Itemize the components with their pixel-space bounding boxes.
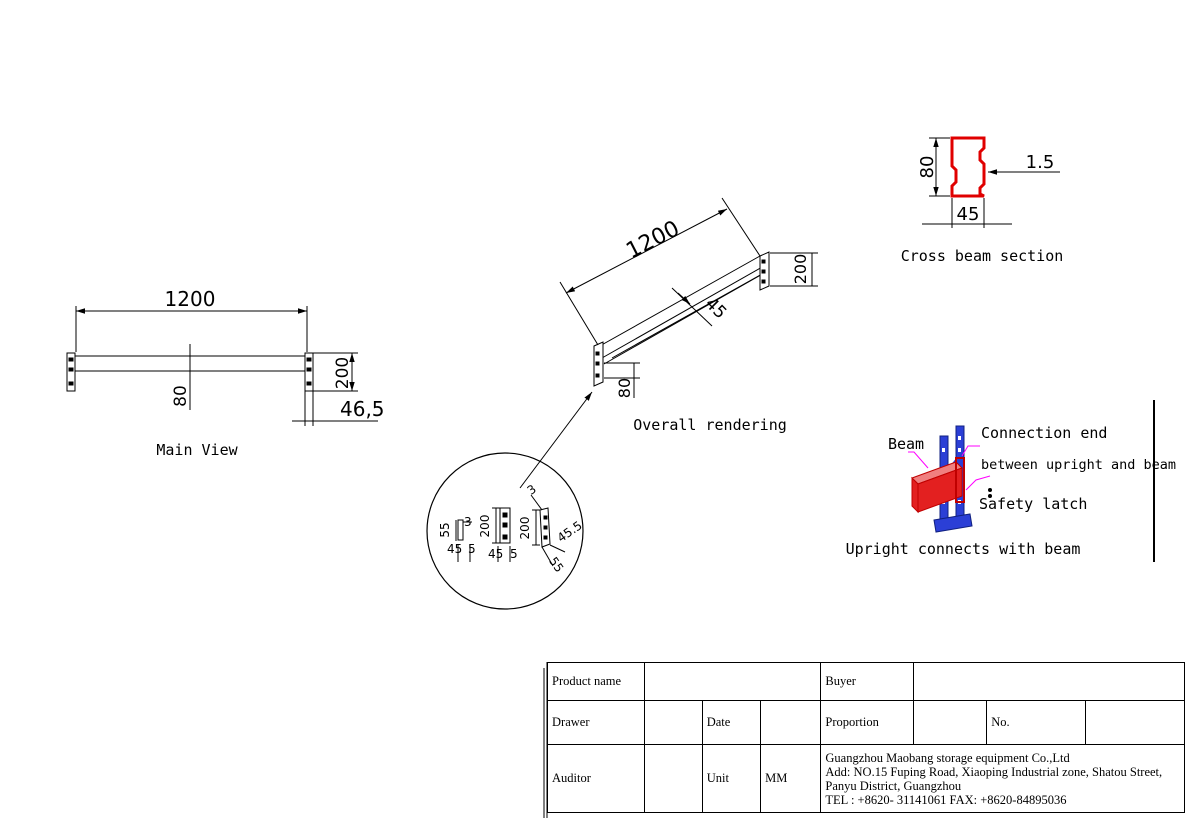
main-view-beam-height-label: 80 (171, 385, 191, 407)
product-name-label: Product name (547, 662, 645, 701)
title-block: Product name Buyer Drawer Date Proportio… (547, 662, 1185, 813)
safety-latch-label: Safety latch (979, 495, 1087, 513)
connection-caption: Upright connects with beam (846, 540, 1081, 558)
overall-beam-height-label: 80 (615, 378, 634, 398)
drawer-value (643, 700, 703, 745)
section-height-label: 80 (917, 156, 938, 179)
detail-dim-3-b: 3 (525, 482, 539, 498)
buyer-value (913, 662, 1185, 701)
section-width-label: 45 (957, 204, 980, 225)
overall-height-label: 200 (791, 254, 810, 285)
main-view-length-label: 1200 (165, 287, 216, 311)
proportion-value (913, 700, 988, 745)
overall-caption: Overall rendering (633, 416, 787, 434)
connection-end-label: Connection end (981, 424, 1107, 442)
company-address-2: Panyu District, Guangzhou (825, 779, 962, 793)
date-value (760, 700, 822, 745)
detail-dim-55-a: 55 (438, 522, 452, 537)
main-view-offset-label: 46,5 (340, 397, 385, 421)
detail-dim-5-b: 5 (510, 547, 518, 561)
unit-label: Unit (701, 744, 762, 813)
date-label: Date (701, 700, 762, 745)
auditor-label: Auditor (547, 744, 645, 813)
product-name-value (643, 662, 822, 701)
unit-value: MM (760, 744, 822, 813)
detail-dim-3-a: 3 (464, 515, 472, 529)
company-address-1: Add: NO.15 Fuping Road, Xiaoping Industr… (825, 765, 1163, 779)
overall-depth-label: 45 (701, 294, 730, 323)
auditor-value (643, 744, 703, 813)
section-caption: Cross beam section (901, 247, 1064, 265)
detail-dim-5-a: 5 (468, 542, 476, 556)
main-view (66, 306, 378, 426)
detail-dim-45-b: 45 (488, 547, 503, 561)
no-label: No. (986, 700, 1087, 745)
main-view-height-label: 200 (333, 357, 353, 389)
detail-dim-55-b: 55 (546, 554, 566, 575)
company-name: Guangzhou Maobang storage equipment Co.,… (825, 751, 1070, 765)
proportion-label: Proportion (820, 700, 915, 745)
overall-rendering (519, 197, 818, 489)
beam-label: Beam (888, 435, 924, 453)
connection-illustration (908, 400, 1155, 562)
detail-dim-200-b: 200 (518, 517, 532, 540)
drawer-label: Drawer (547, 700, 645, 745)
main-view-caption: Main View (156, 441, 238, 459)
company-info: Guangzhou Maobang storage equipment Co.,… (820, 744, 1185, 813)
no-value (1085, 700, 1185, 745)
buyer-label: Buyer (820, 662, 915, 701)
company-tel: TEL : +8620- 31141061 FAX: +8620-8489503… (825, 793, 1067, 807)
between-label: between upright and beam (981, 457, 1176, 473)
overall-length-label: 1200 (622, 216, 683, 264)
detail-dim-45-a: 45 (447, 542, 462, 556)
section-thickness-label: 1.5 (1026, 152, 1055, 173)
detail-dim-45-5: 45.5 (555, 518, 585, 545)
cross-section (922, 136, 1060, 228)
detail-dim-200-a: 200 (478, 515, 492, 538)
detail-view (426, 452, 584, 610)
